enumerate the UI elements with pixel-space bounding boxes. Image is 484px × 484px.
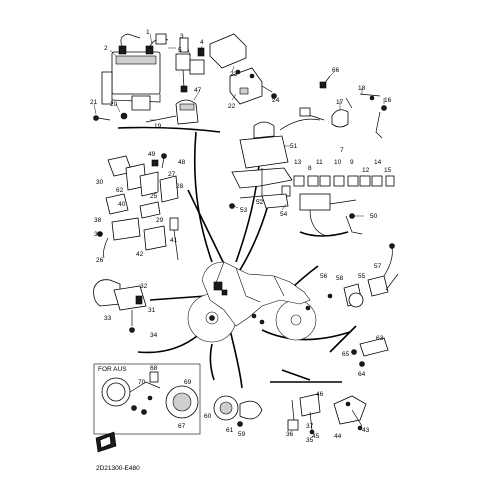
part-number-69: 69 — [184, 379, 192, 386]
relay-block-group — [293, 175, 395, 237]
part-number-33: 33 — [104, 315, 112, 322]
diagram-code: 2D21300-E480 — [96, 465, 140, 472]
part-number-36: 36 — [286, 431, 294, 438]
part-number-48: 48 — [178, 159, 186, 166]
right-switch-group — [327, 243, 399, 308]
part-number-45: 45 — [312, 433, 320, 440]
part-number-12: 12 — [362, 167, 370, 174]
part-number-11: 11 — [316, 159, 323, 166]
part-number-56: 56 — [320, 273, 328, 280]
part-number-7: 7 — [340, 147, 344, 154]
part-number-34: 34 — [150, 332, 158, 339]
part-number-26: 26 — [96, 257, 104, 264]
cdi-group — [209, 33, 277, 105]
part-number-30: 30 — [96, 179, 104, 186]
part-number-8: 8 — [308, 165, 312, 172]
part-number-59: 59 — [238, 431, 246, 438]
part-number-10: 10 — [334, 159, 342, 166]
part-number-61: 61 — [226, 427, 234, 434]
part-number-51: 51 — [290, 143, 298, 150]
part-number-38: 38 — [94, 217, 102, 224]
number-leaders — [93, 33, 385, 217]
part-number-43: 43 — [362, 427, 370, 434]
part-number-63: 63 — [376, 335, 384, 342]
part-number-15: 15 — [384, 167, 392, 174]
part-number-20: 20 — [110, 101, 118, 108]
part-number-24: 24 — [272, 97, 280, 104]
part-number-32: 32 — [140, 283, 148, 290]
part-number-4: 4 — [200, 39, 204, 46]
part-number-41: 41 — [170, 237, 178, 244]
part-number-46: 46 — [316, 391, 324, 398]
part-number-27: 27 — [168, 171, 176, 178]
part-number-44: 44 — [334, 433, 342, 440]
part-number-19: 19 — [154, 123, 162, 130]
aus-horn-group — [93, 363, 201, 435]
part-number-54: 54 — [280, 211, 288, 218]
part-number-2: 2 — [104, 45, 108, 52]
part-number-22: 22 — [228, 103, 236, 110]
left-relay-group — [97, 153, 179, 261]
part-number-37: 37 — [306, 423, 314, 430]
motorcycle-outline — [187, 261, 317, 343]
main-switch-group — [145, 99, 199, 125]
part-number-9: 9 — [350, 159, 354, 166]
regulator-group — [229, 118, 321, 209]
callout-leaders — [117, 126, 357, 389]
part-number-50: 50 — [370, 213, 378, 220]
part-number-53: 53 — [240, 207, 248, 214]
part-number-64: 64 — [358, 371, 366, 378]
part-number-52: 52 — [256, 199, 264, 206]
part-number-28: 28 — [176, 183, 184, 190]
part-number-labels: 1 2 3 4 5 16 17 18 19 20 21 22 23 24 25 … — [90, 29, 392, 472]
part-number-3: 3 — [180, 33, 184, 40]
part-number-39: 39 — [94, 231, 102, 238]
part-number-47: 47 — [194, 87, 202, 94]
battery-group — [93, 33, 205, 121]
part-number-42: 42 — [136, 251, 144, 258]
part-number-25: 25 — [150, 193, 158, 200]
flasher-group — [93, 279, 147, 333]
part-number-65: 65 — [342, 351, 350, 358]
license-light-group — [351, 337, 389, 367]
part-number-23: 23 — [230, 71, 238, 78]
part-number-17: 17 — [336, 99, 344, 106]
part-number-35: 35 — [306, 437, 314, 444]
part-number-40: 40 — [118, 201, 126, 208]
part-number-49: 49 — [148, 151, 156, 158]
part-number-21: 21 — [90, 99, 98, 106]
part-number-66: 66 — [332, 67, 340, 74]
sensor-group-bottom-right — [287, 393, 367, 435]
part-number-1: 1 — [146, 29, 150, 36]
part-number-70: 70 — [138, 379, 146, 386]
part-number-5: 5 — [178, 47, 182, 54]
part-number-57: 57 — [374, 263, 382, 270]
horn-group — [213, 395, 263, 427]
part-number-55: 55 — [358, 273, 366, 280]
part-number-58: 58 — [336, 275, 344, 282]
part-number-60: 60 — [204, 413, 212, 420]
part-number-16: 16 — [384, 97, 392, 104]
part-number-13: 13 — [294, 159, 302, 166]
sensor-group-top-right — [299, 75, 387, 139]
part-number-62: 62 — [116, 187, 124, 194]
part-number-67: 67 — [178, 423, 186, 430]
part-number-18: 18 — [358, 85, 366, 92]
part-number-29: 29 — [156, 217, 164, 224]
part-number-68: 68 — [150, 365, 158, 372]
part-number-14: 14 — [374, 159, 382, 166]
manual-icon — [95, 431, 117, 453]
part-number-31: 31 — [148, 307, 156, 314]
region-label: FOR AUS — [98, 366, 127, 373]
